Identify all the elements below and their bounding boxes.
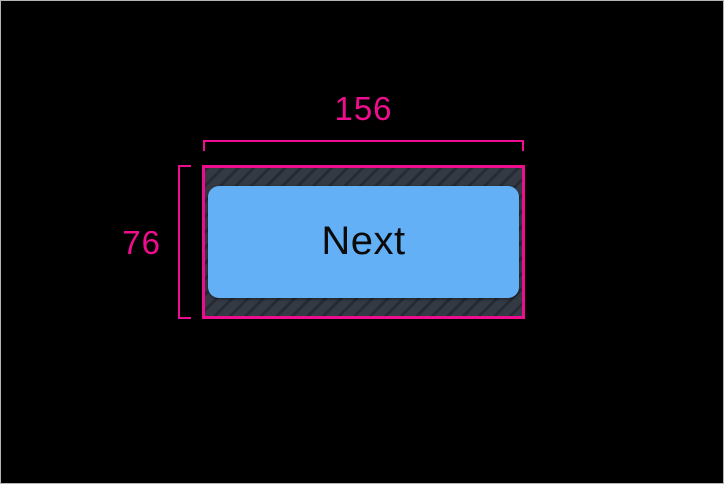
next-button-label: Next [321, 219, 406, 263]
next-button[interactable]: Next [208, 186, 519, 298]
width-dimension-label: 156 [334, 90, 393, 127]
height-dimension-bracket [178, 165, 191, 319]
width-dimension-bracket [203, 140, 524, 151]
padding-hatch-area: Next [202, 165, 525, 319]
height-dimension-label: 76 [122, 224, 161, 261]
